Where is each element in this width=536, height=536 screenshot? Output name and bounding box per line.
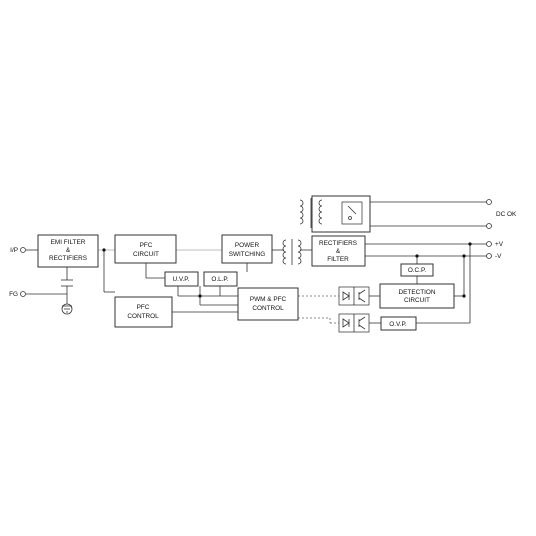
pfc-circuit-line-2: CIRCUIT [133,251,159,258]
junction-dots [102,242,472,298]
pwm-pfc-control-block: PWM & PFC CONTROL [237,287,299,321]
ocp-block: O.C.P. [400,263,434,277]
emi-line-1: EMI FILTER [51,239,86,246]
power-switching-block: POWER SWITCHING [221,234,273,264]
pwm-control-line-2: CONTROL [252,305,284,312]
fg-ground-icon [61,279,73,315]
wires [26,201,487,324]
rectifiers-line-1: RECTIFIERS [319,240,357,247]
pfc-circuit-line-1: PFC [140,242,153,249]
plus-v-label: +V [495,241,504,248]
transformer-icon [282,239,302,265]
uvp-block: U.V.P. [164,271,199,287]
olp-block: O.L.P. [203,271,238,287]
ip-label: I/P [10,247,18,254]
pfc-control-line-1: PFC [137,304,150,311]
terminals [20,199,492,297]
ovp-block: O.V.P. [380,316,417,331]
detection-circuit-block: DETECTION CIRCUIT [379,283,455,309]
optocoupler-icon [338,286,370,306]
rectifiers-line-3: FILTER [327,256,349,263]
pfc-control-block: PFC CONTROL [114,296,173,328]
olp-label: O.L.P. [211,276,229,283]
detection-line-1: DETECTION [399,289,436,296]
pwm-control-line-1: PWM & PFC [250,296,287,303]
emi-line-2: & [66,247,71,254]
uvp-label: U.V.P. [172,276,189,283]
emi-filter-block: EMI FILTER & RECTIFIERS [37,234,99,268]
pfc-circuit-block: PFC CIRCUIT [114,234,177,264]
ocp-label: O.C.P. [408,267,427,274]
detection-line-2: CIRCUIT [404,297,430,304]
ovp-label: O.V.P. [389,321,407,328]
dc-ok-relay [299,195,371,233]
dc-ok-label: DC OK [496,211,517,218]
emi-line-3: RECTIFIERS [49,255,87,262]
optocoupler-ovp-icon [338,313,370,333]
power-switching-line-1: POWER [235,242,260,249]
fg-label: FG [9,291,18,298]
rectifiers-line-2: & [336,248,341,255]
minus-v-label: -V [495,253,502,260]
rectifiers-filter-block: RECTIFIERS & FILTER [311,235,366,267]
power-switching-line-2: SWITCHING [229,251,266,258]
pfc-control-line-2: CONTROL [127,313,159,320]
